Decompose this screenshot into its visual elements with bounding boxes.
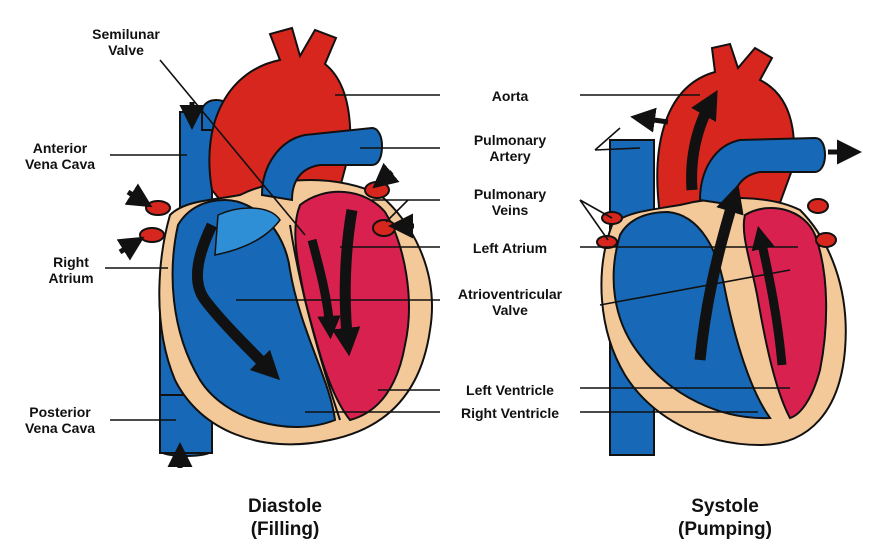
label-line: Posterior — [29, 404, 91, 420]
caption-subtitle: (Filling) — [250, 519, 320, 540]
label-aorta: Aorta — [440, 88, 580, 104]
flow-arrow-left — [331, 209, 361, 357]
label-line: Vena Cava — [24, 156, 96, 172]
diastole-heart — [116, 26, 433, 468]
label-line: Left Ventricle — [466, 382, 554, 398]
label-atrioventricular-valve: Atrioventricular Valve — [440, 286, 580, 318]
label-line: Anterior — [32, 140, 88, 156]
label-pulmonary-artery: Pulmonary Artery — [440, 132, 580, 164]
caption-systole: Systole (Pumping) — [640, 495, 810, 541]
aorta-vessel — [208, 26, 352, 226]
label-right-atrium: Right Atrium — [36, 254, 106, 286]
caption-subtitle: (Pumping) — [678, 519, 772, 540]
label-line: Atrium — [48, 270, 94, 286]
caption-diastole: Diastole (Filling) — [200, 495, 370, 541]
label-line: Pulmonary — [473, 132, 547, 148]
label-left-ventricle: Left Ventricle — [440, 382, 580, 398]
label-anterior-vena-cava: Anterior Vena Cava — [8, 140, 112, 172]
label-semilunar-valve: Semilunar Valve — [78, 26, 174, 58]
systole-heart — [596, 42, 862, 456]
label-line: Semilunar — [92, 26, 160, 42]
leader-lines — [105, 59, 798, 421]
label-line: Valve — [492, 302, 528, 318]
pulmonary-artery-vessel — [260, 126, 384, 202]
label-line: Left Atrium — [472, 240, 548, 256]
label-line: Right Ventricle — [460, 405, 560, 421]
label-line: Right — [53, 254, 89, 270]
right-ventricle-chamber-systole — [612, 210, 772, 420]
caption-title: Diastole — [248, 496, 322, 517]
flow-arrow-up-red — [751, 225, 787, 366]
flow-arrow-up-aorta — [686, 90, 718, 191]
label-line: Aorta — [491, 88, 529, 104]
label-posterior-vena-cava: Posterior Vena Cava — [8, 404, 112, 436]
label-line: Pulmonary — [473, 186, 547, 202]
right-ventricle-chamber — [171, 198, 337, 428]
label-line: Artery — [489, 148, 531, 164]
label-pulmonary-veins: Pulmonary Veins — [440, 186, 580, 218]
flow-arrow-up-blue — [694, 184, 744, 361]
label-left-atrium: Left Atrium — [440, 240, 580, 256]
label-line: Valve — [108, 42, 144, 58]
label-right-ventricle: Right Ventricle — [440, 405, 580, 421]
label-line: Veins — [491, 202, 529, 218]
label-line: Vena Cava — [24, 420, 96, 436]
flow-arrow-right — [192, 222, 281, 381]
caption-title: Systole — [691, 496, 759, 517]
label-line: Atrioventricular — [457, 286, 563, 302]
